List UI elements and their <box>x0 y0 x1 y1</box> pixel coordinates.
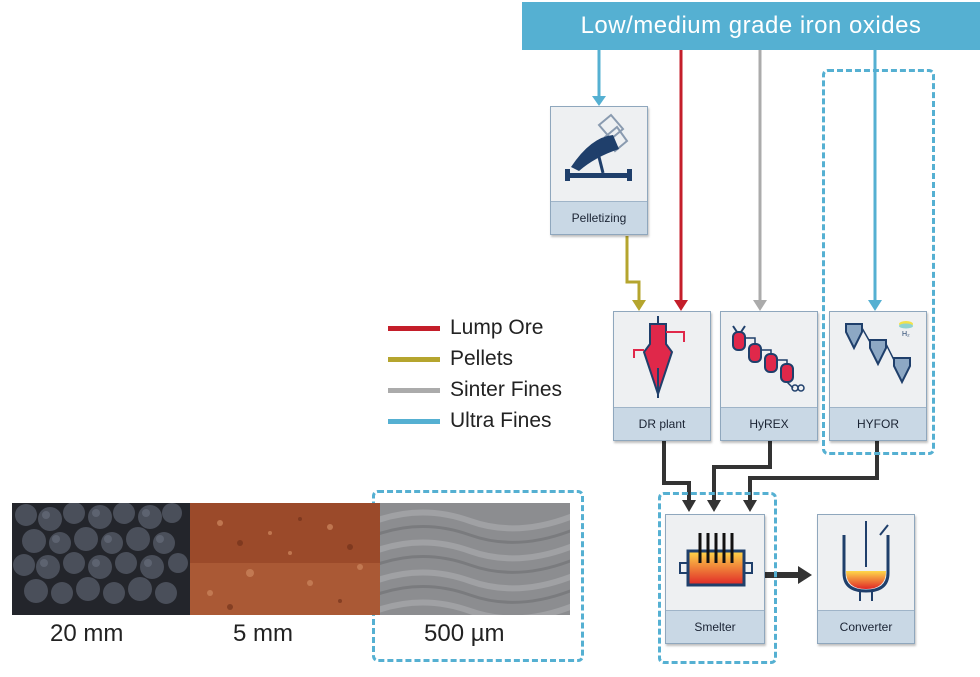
sinter-fines-photo <box>190 503 380 615</box>
smelter-box: Smelter <box>665 514 765 644</box>
legend-item-sinter-fines: Sinter Fines <box>388 376 588 407</box>
hyfor-box: H₂ HYFOR <box>829 311 927 441</box>
h2-label: H₂ <box>902 331 910 338</box>
arrowhead <box>592 96 606 106</box>
legend-label: Pellets <box>450 347 514 370</box>
arrowhead <box>798 566 812 584</box>
cyclones-icon <box>845 321 913 385</box>
hyrex-label: HyREX <box>721 407 817 440</box>
legend-swatch-sinter-fines <box>388 388 440 393</box>
hyrex-to-smelter-line <box>712 441 772 504</box>
arrowhead <box>707 500 721 512</box>
hyfor-highlight <box>822 69 935 455</box>
legend-label: Sinter Fines <box>450 378 563 401</box>
converter-box: Converter <box>817 514 915 644</box>
size-label-sinter-fines: 5 mm <box>233 620 293 647</box>
arrowhead <box>753 300 767 311</box>
pellets-photo <box>12 503 192 615</box>
legend-item-pellets: Pellets <box>388 345 588 376</box>
electric-smelter-icon <box>679 533 753 587</box>
legend: Lump Ore Pellets Sinter Fines Ultra Fine… <box>388 314 588 438</box>
hyrex-box: HyREX <box>720 311 818 441</box>
dr-plant-label: DR plant <box>614 407 710 440</box>
arrowhead <box>632 300 646 311</box>
pelletizing-box: Pelletizing <box>550 106 648 235</box>
converter-vessel-icon <box>842 521 890 601</box>
pelletizer-icon <box>565 113 632 181</box>
smelter-highlight <box>658 492 777 664</box>
size-label-pellets: 20 mm <box>50 620 124 647</box>
converter-label: Converter <box>818 610 914 643</box>
legend-label: Lump Ore <box>450 316 544 339</box>
pelletizing-label: Pelletizing <box>551 201 647 234</box>
arrowhead <box>674 300 688 311</box>
fluidized-bed-reactors-icon <box>732 325 805 392</box>
smelter-label: Smelter <box>666 610 764 643</box>
hyfor-label: HYFOR <box>830 407 926 440</box>
arrowhead <box>682 500 696 512</box>
pellets-line <box>625 236 641 305</box>
legend-label: Ultra Fines <box>450 409 552 432</box>
ultra-fines-photo <box>380 503 570 615</box>
iron-oxides-banner: Low/medium grade iron oxides <box>522 2 980 50</box>
arrowhead <box>868 300 882 311</box>
legend-swatch-ultra-fines <box>388 419 440 424</box>
arrowhead <box>743 500 757 512</box>
legend-swatch-pellets <box>388 357 440 362</box>
legend-item-ultra-fines: Ultra Fines <box>388 407 588 438</box>
legend-swatch-lump-ore <box>388 326 440 331</box>
shaft-furnace-icon <box>633 316 685 398</box>
hyfor-to-smelter-line <box>748 441 879 504</box>
dr-plant-box: DR plant <box>613 311 711 441</box>
legend-item-lump-ore: Lump Ore <box>388 314 588 345</box>
size-label-ultra-fines: 500 µm <box>424 620 505 647</box>
